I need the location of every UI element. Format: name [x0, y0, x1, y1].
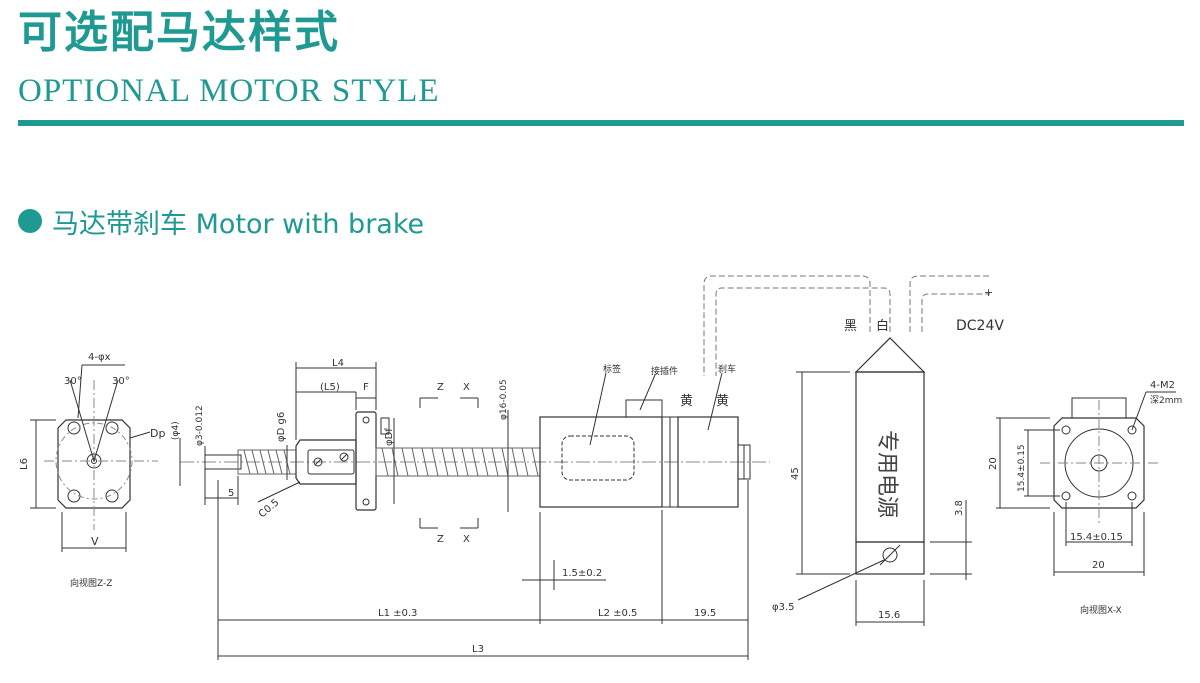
- dim-l3: L3: [472, 644, 484, 655]
- dim-1-5: 1.5±0.2: [562, 568, 602, 579]
- section-z-bottom: Z: [437, 534, 444, 545]
- section-heading: 马达带刹车 Motor with brake: [18, 203, 425, 240]
- mount-hole-br: [105, 489, 119, 503]
- dim-l1: L1 ±0.3: [378, 608, 417, 619]
- front-angle-left: 30°: [64, 376, 82, 387]
- header-divider: [18, 120, 1184, 126]
- front-l6-label: L6: [19, 458, 30, 470]
- supply-voltage: DC24V: [956, 318, 1004, 334]
- rear-holes-label: 4-M2: [1150, 380, 1175, 391]
- label-brake: 刹车: [718, 363, 736, 375]
- dim-phidf: φDf: [384, 428, 395, 446]
- supply-body-text: 专用电源: [874, 430, 899, 518]
- dim-phi3-5: φ3.5: [772, 602, 795, 613]
- rear-hole-tr: [1127, 425, 1137, 435]
- front-v-label: V: [91, 535, 99, 548]
- page-title-cn: 可选配马达样式: [18, 7, 340, 58]
- section-x-bottom: X: [463, 534, 470, 545]
- supply-plus: +: [984, 286, 993, 299]
- rear-dim-20-v: 20: [988, 457, 999, 470]
- dim-phi16: φ16-0.05: [499, 379, 509, 420]
- front-view: 4-φx 30° 30° Dp L6 V 向视图Z-Z: [19, 352, 165, 589]
- dim-phi3: φ3-0.012: [195, 405, 205, 446]
- dim-5: 5: [228, 488, 234, 499]
- side-view: L4 (L5) F (φ4) φ3-0.012 φD g6 φDf φ16-0.…: [171, 358, 770, 660]
- rear-depth-label: 深2mm: [1150, 395, 1182, 406]
- dim-19-5: 19.5: [694, 608, 716, 619]
- brake-view: 黑 白 DC24V + 45 3.8 φ3.5 15.6 专用电源: [703, 275, 1004, 626]
- dim-3-8: 3.8: [954, 500, 965, 516]
- page-title-en: OPTIONAL MOTOR STYLE: [18, 73, 440, 109]
- mount-hole-tr: [105, 421, 119, 435]
- front-holes-label: 4-φx: [88, 352, 111, 363]
- dim-phid: φD g6: [276, 412, 287, 442]
- dim-l4: L4: [332, 358, 344, 369]
- rear-hole-bl: [1061, 491, 1071, 501]
- rear-view: 4-M2 深2mm 20 15.4±0.15 15.4±0.15 20 向视图X…: [988, 380, 1182, 616]
- dim-phi4: (φ4): [171, 421, 181, 440]
- dim-15-6: 15.6: [878, 610, 900, 621]
- label-connector: 接插件: [651, 365, 678, 377]
- front-dp-label: Dp: [150, 427, 165, 440]
- wire-black: 黑: [844, 319, 857, 334]
- dim-f: F: [363, 382, 369, 393]
- rear-dim-15-4-h: 15.4±0.15: [1070, 532, 1123, 543]
- dim-l5: (L5): [320, 382, 340, 393]
- dim-45: 45: [790, 467, 801, 480]
- rear-dim-15-4-v: 15.4±0.15: [1017, 444, 1027, 492]
- front-caption: 向视图Z-Z: [70, 577, 112, 589]
- label-tag: 标签: [603, 363, 621, 375]
- wire-yellow-1: 黄: [680, 394, 693, 409]
- rear-dim-20-h: 20: [1092, 560, 1105, 571]
- dim-l2: L2 ±0.5: [598, 608, 637, 619]
- section-z-top: Z: [437, 382, 444, 393]
- section-label: 马达带刹车 Motor with brake: [52, 208, 425, 240]
- rear-hole-br: [1127, 491, 1137, 501]
- section-x-top: X: [463, 382, 470, 393]
- rear-hole-tl: [1061, 425, 1071, 435]
- rear-caption: 向视图X-X: [1080, 604, 1122, 616]
- mount-hole-tl: [67, 421, 81, 435]
- wire-yellow-2: 黄: [716, 394, 729, 409]
- front-angle-right: 30°: [112, 376, 130, 387]
- bullet-icon: [18, 209, 42, 233]
- wire-white: 白: [876, 318, 889, 334]
